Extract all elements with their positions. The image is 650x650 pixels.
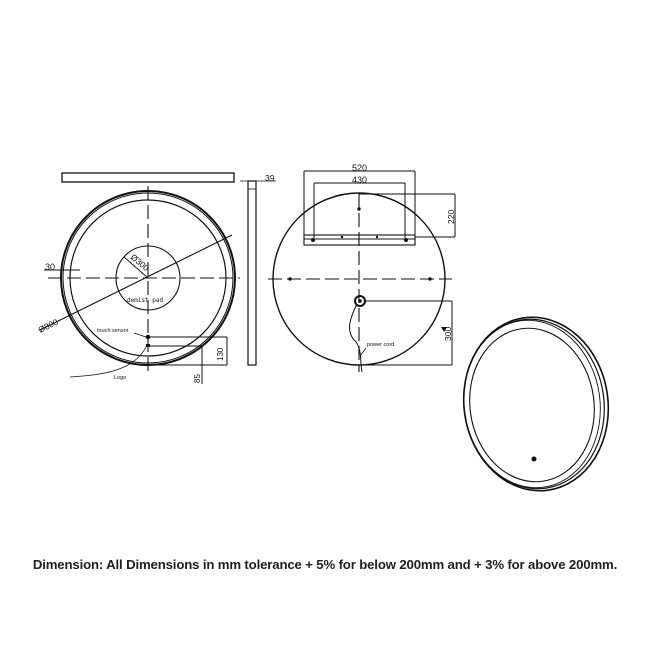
logo-label: Logo [114,375,126,381]
cord-height-label: 300 [443,327,453,341]
frame-width-label: 30 [45,262,55,272]
bracket-inner-label: 430 [352,175,367,185]
wall-bracket [303,234,416,246]
diameter-line [39,234,233,331]
bracket-outer-label: 520 [352,163,367,173]
touch-sensor-label: touch sensor [97,328,129,334]
logo-mark [146,344,150,347]
top-edge-view [61,172,235,183]
dim-85-label: 85 [193,374,202,383]
power-cord-label: power cord [367,342,394,348]
power-cord [349,303,363,373]
front-view [39,172,240,384]
bracket-height-label: 220 [446,210,456,224]
side-view [240,180,276,366]
demist-pad-label: demist pad [127,297,164,304]
power-cord-outlet [354,295,366,307]
touch-sensor-dot [145,334,151,340]
perspective-view [462,316,610,492]
perspective-touch-sensor [531,456,537,462]
dimension-note: Dimension: All Dimensions in mm toleranc… [32,557,618,572]
diameter-label: Ø800 [36,317,59,335]
side-profile [247,180,257,366]
rear-view [268,170,456,373]
depth-label: 39 [265,173,275,183]
dim-130-label: 130 [216,347,225,361]
